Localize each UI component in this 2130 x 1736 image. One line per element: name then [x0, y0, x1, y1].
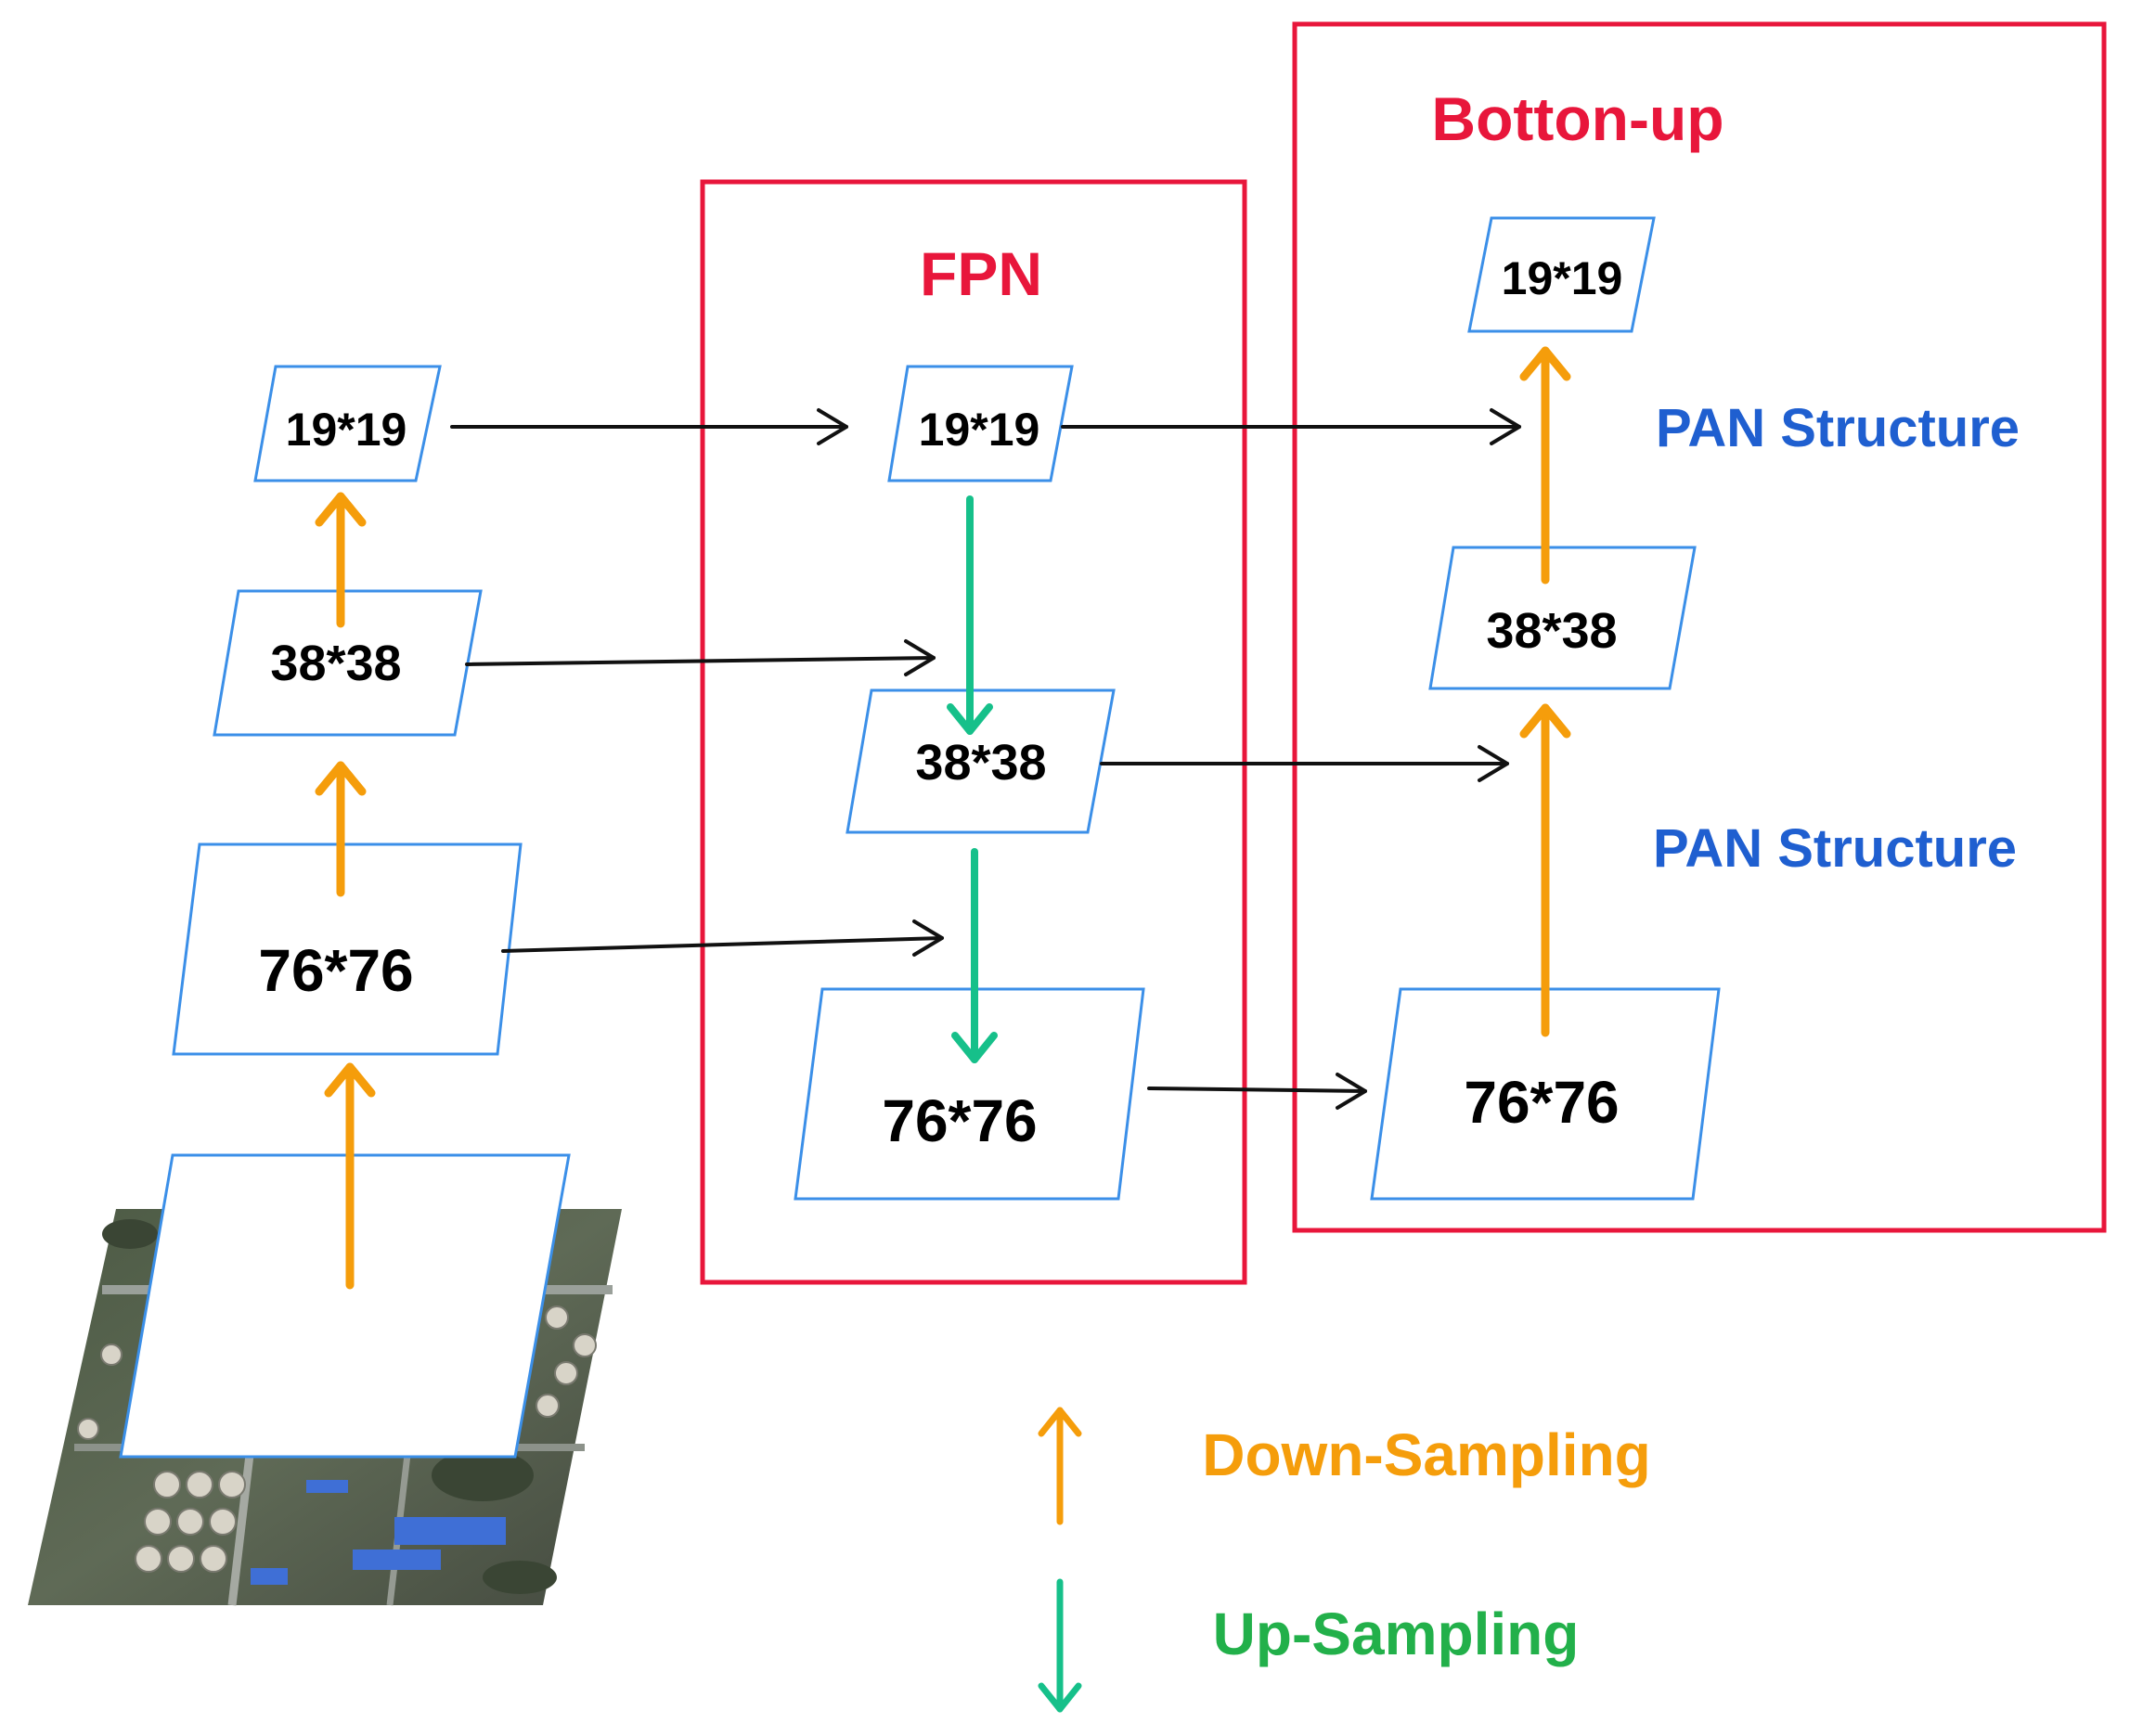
downsample-arrow-input-to-76 [324, 1062, 376, 1290]
lateral-arrow-fpn19-to-pan19 [1061, 408, 1521, 445]
lateral-arrow-backbone19-to-fpn19 [450, 408, 848, 445]
lateral-arrow-backbone38-to-fpn38 [465, 639, 936, 676]
downsample-arrow-38-to-19 [315, 492, 367, 628]
legend-up-sampling-label: Up-Sampling [1213, 1601, 1580, 1667]
legend-down-sampling-label: Down-Sampling [1202, 1421, 1651, 1488]
legend-up-arrow-icon [1038, 1578, 1082, 1713]
lateral-arrow-backbone76-to-fpn76 [501, 919, 944, 957]
fpn-title: FPN [920, 239, 1042, 308]
upsample-arrow-fpn38-to-76 [951, 848, 998, 1063]
bottom-up-group-box [1292, 21, 2107, 1233]
lateral-arrow-fpn38-to-pan38 [1100, 745, 1509, 782]
pan-structure-label-bottom: PAN Structure [1653, 818, 2017, 879]
pan-cell-38-frame [1428, 546, 1697, 690]
fpn-cell-19-label: 19*19 [919, 404, 1040, 456]
pan-downsample-arrow-38-to-19 [1519, 346, 1571, 585]
backbone-cell-38-frame [213, 589, 483, 737]
bottom-up-title: Botton-up [1431, 84, 1723, 153]
input-frame [119, 1153, 571, 1459]
backbone-cell-38-label: 38*38 [270, 636, 401, 691]
backbone-cell-19-frame [253, 365, 442, 482]
backbone-cell-76-frame [172, 842, 523, 1056]
fpn-cell-38-label: 38*38 [915, 735, 1046, 791]
legend-down-arrow-icon [1038, 1407, 1082, 1525]
pan-cell-38-label: 38*38 [1486, 603, 1617, 659]
fpn-cell-19-frame [887, 365, 1074, 482]
backbone-cell-19-label: 19*19 [286, 404, 407, 456]
fpn-group-box [700, 179, 1247, 1285]
pan-cell-19-label: 19*19 [1502, 252, 1623, 304]
pan-cell-76-frame [1370, 987, 1721, 1201]
lateral-arrow-fpn76-to-pan76 [1147, 1073, 1367, 1110]
backbone-cell-76-label: 76*76 [258, 937, 413, 1004]
pan-cell-19-frame [1467, 216, 1656, 333]
pan-cell-76-label: 76*76 [1464, 1069, 1619, 1136]
fpn-cell-76-label: 76*76 [882, 1087, 1037, 1154]
pan-downsample-arrow-76-to-38 [1519, 703, 1571, 1037]
downsample-arrow-76-to-38 [315, 761, 367, 897]
legend: Down-Sampling Up-Sampling [1038, 1407, 1651, 1713]
pan-structure-label-top: PAN Structure [1656, 398, 2020, 458]
fpn-cell-76-frame [794, 987, 1145, 1201]
upsample-arrow-fpn19-to-38 [947, 495, 993, 735]
fpn-cell-38-frame [846, 688, 1116, 834]
